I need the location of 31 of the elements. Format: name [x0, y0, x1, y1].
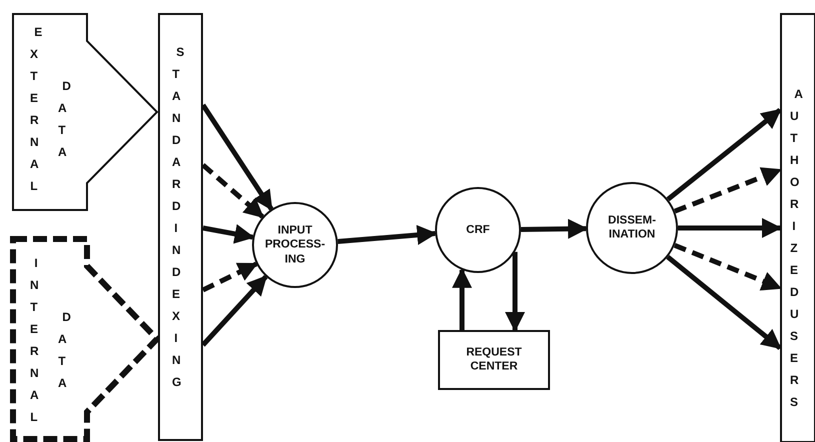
arrow — [674, 167, 782, 214]
node-label: INPUT PROCESS-ING — [264, 223, 326, 267]
node-label: INTERNAL — [30, 255, 42, 426]
process-box — [438, 330, 550, 390]
arrow — [666, 255, 782, 350]
process-circle — [435, 187, 521, 273]
arrow — [202, 262, 258, 292]
process-circle — [586, 182, 678, 274]
source-box — [12, 238, 158, 440]
arrow — [666, 108, 782, 202]
arrow — [201, 163, 264, 219]
users-bar — [780, 13, 815, 442]
arrow — [520, 218, 588, 239]
node-label: DATA — [58, 309, 70, 392]
arrow — [505, 252, 525, 332]
process-circle — [252, 202, 338, 288]
node-label: DATA — [58, 78, 70, 161]
arrow — [452, 268, 472, 330]
arrow — [202, 224, 255, 244]
arrow — [674, 242, 782, 290]
arrow — [338, 225, 438, 245]
node-label: CRF — [465, 222, 491, 238]
source-box — [12, 13, 158, 211]
node-label: DISSEM-INATION — [607, 214, 657, 242]
indexing-bar — [158, 13, 203, 441]
node-label: STANDARD INDEXING — [172, 44, 184, 391]
node-label: EXTERNAL — [30, 24, 42, 195]
arrow — [201, 274, 268, 347]
node-label: REQUEST CENTER — [465, 346, 523, 374]
node-label: AUTHORIZED USERS — [790, 86, 802, 411]
arrow — [678, 218, 782, 238]
